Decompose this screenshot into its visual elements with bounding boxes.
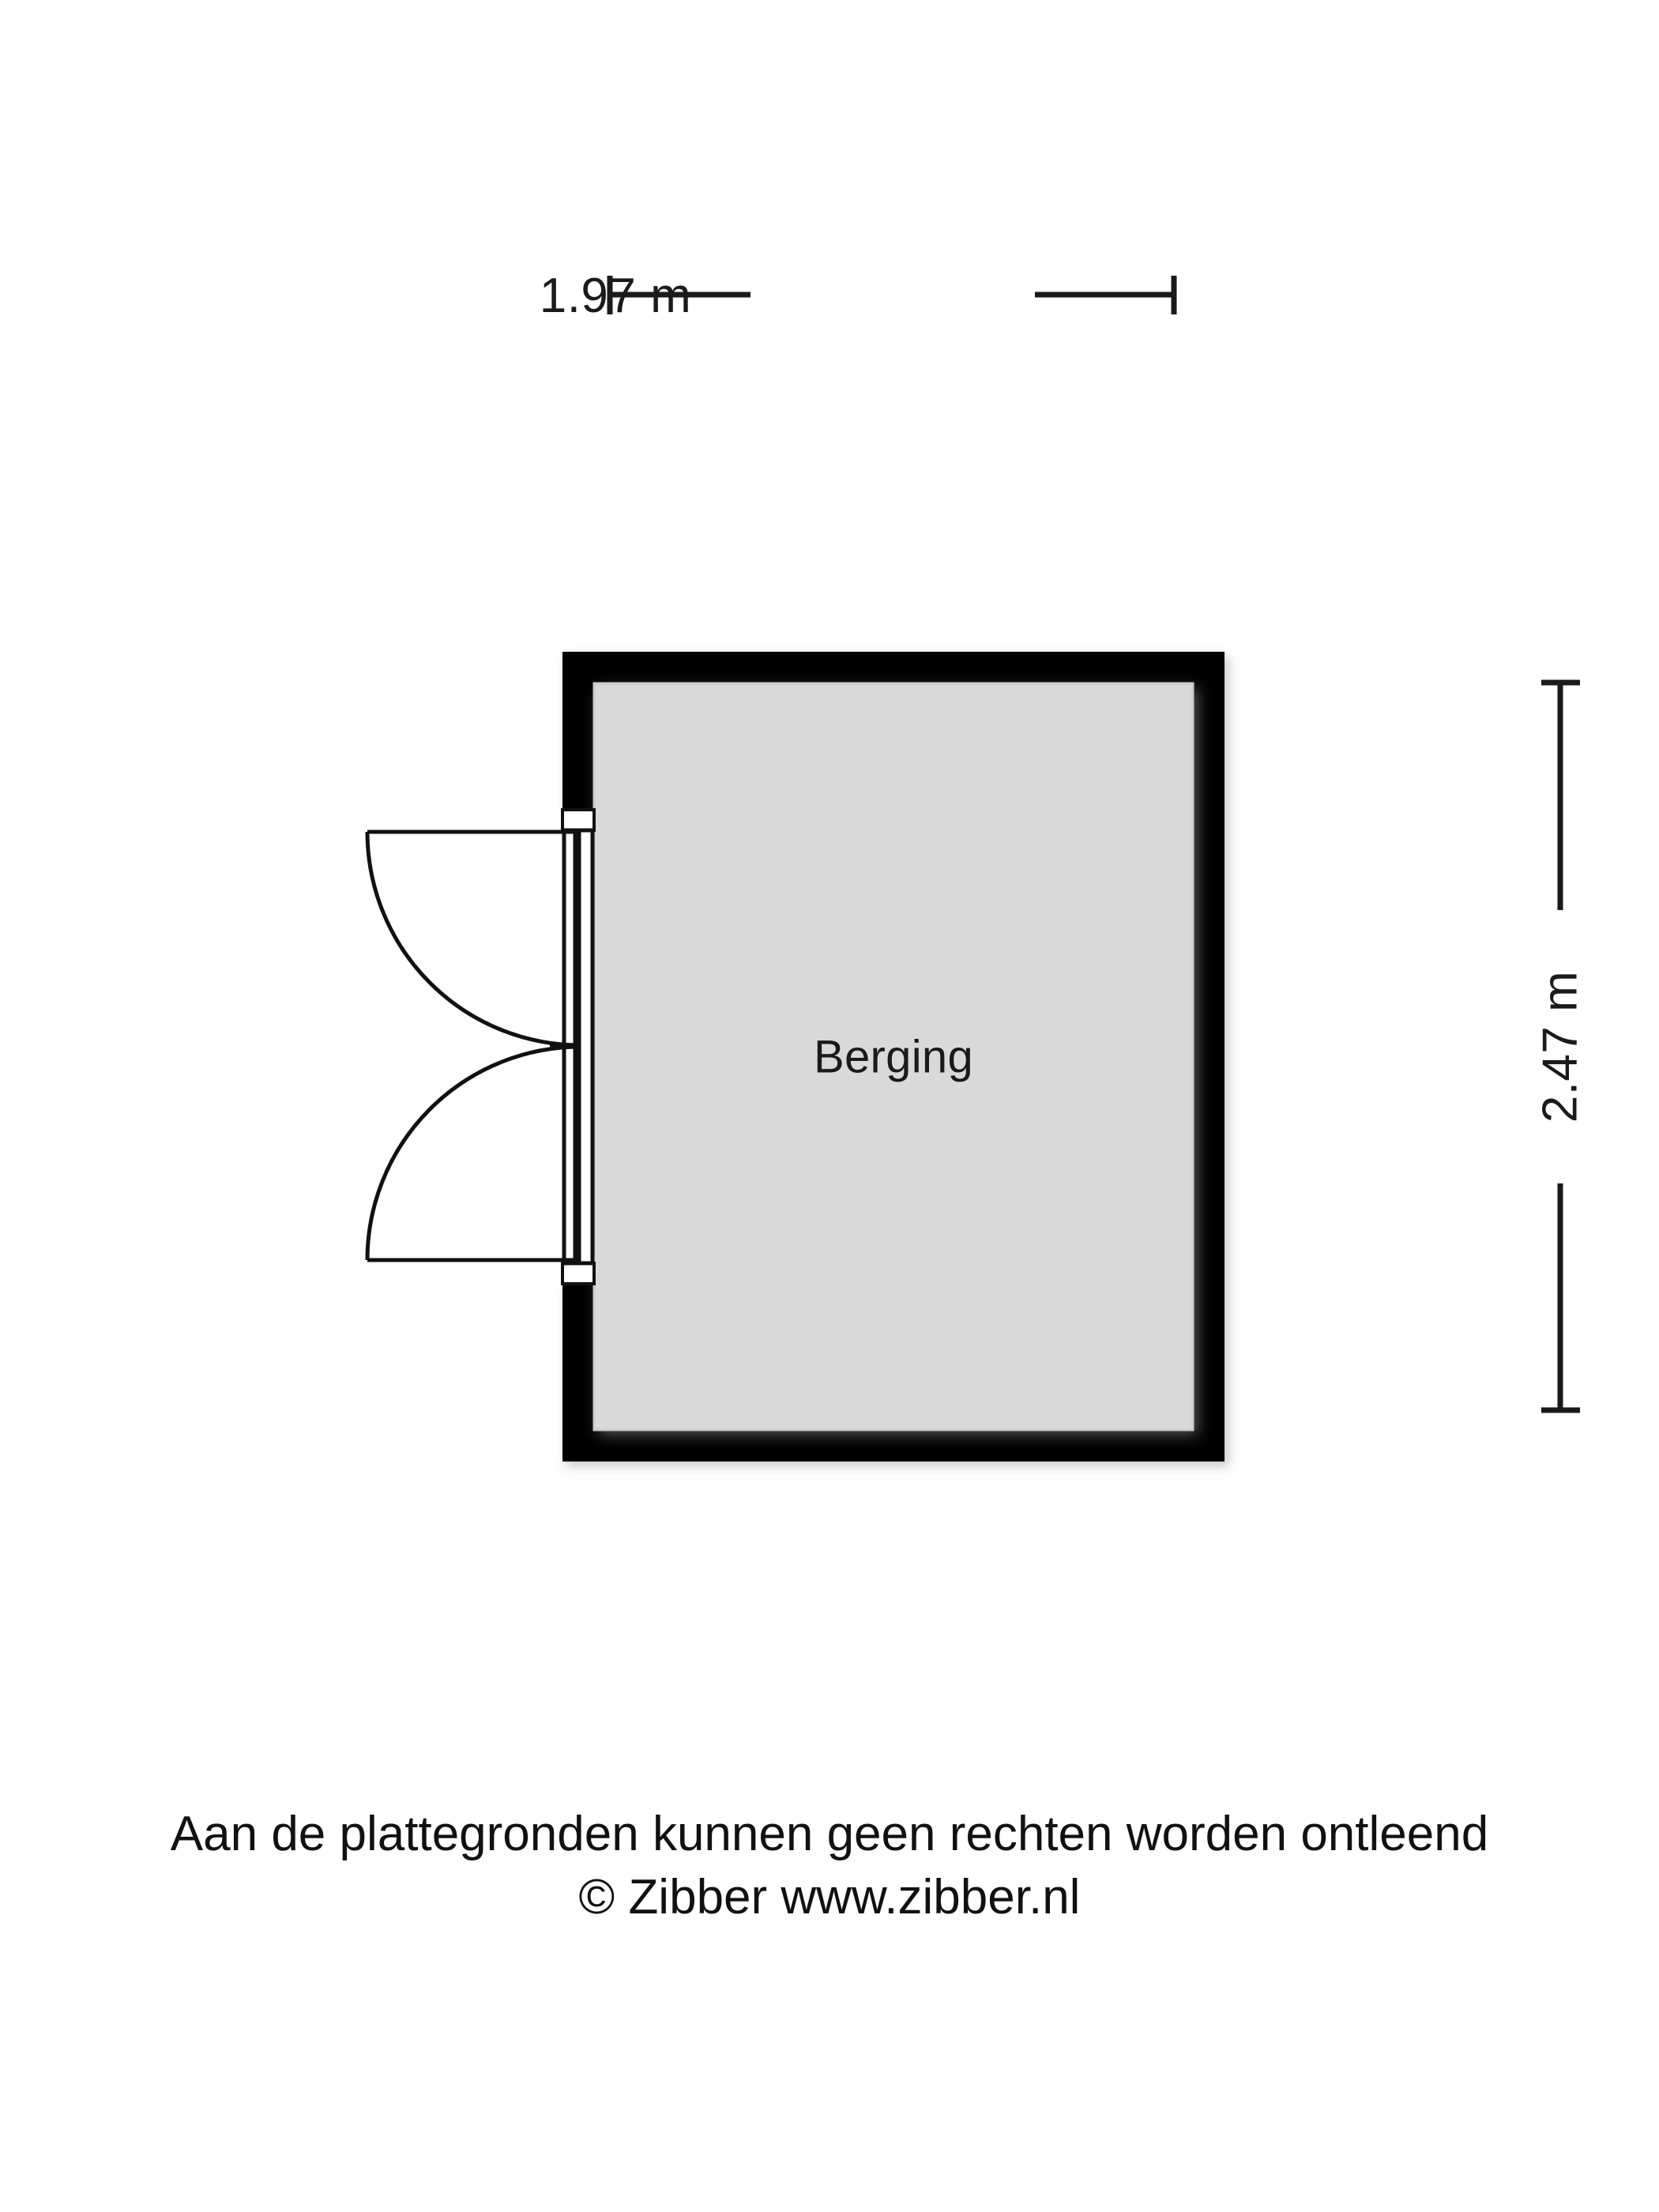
dimension-top xyxy=(607,276,1177,314)
door-swing-arc-lower xyxy=(365,1044,581,1261)
dimension-right-label: 2.47 m xyxy=(1533,970,1588,1123)
room-label-berging: Berging xyxy=(813,1031,974,1083)
door-swing-arc-upper xyxy=(365,831,581,1048)
door-leaf-panel-inner xyxy=(577,828,595,1266)
footer-disclaimer-text: Aan de plattegronden kunnen geen rechten… xyxy=(170,1807,1489,1861)
room-berging xyxy=(562,652,1224,1462)
door-double-west[interactable] xyxy=(365,808,596,1285)
footer-copyright-text: © Zibber www.zibber.nl xyxy=(578,1870,1081,1924)
footer-disclaimer: Aan de plattegronden kunnen geen rechten… xyxy=(0,1803,1659,1929)
floor-fill xyxy=(594,683,1193,1430)
dimension-top-label: 1.97 m xyxy=(539,269,692,323)
door-jamb-top xyxy=(561,808,596,832)
dimension-right xyxy=(1541,679,1580,1413)
door-jamb-bottom xyxy=(561,1262,596,1285)
